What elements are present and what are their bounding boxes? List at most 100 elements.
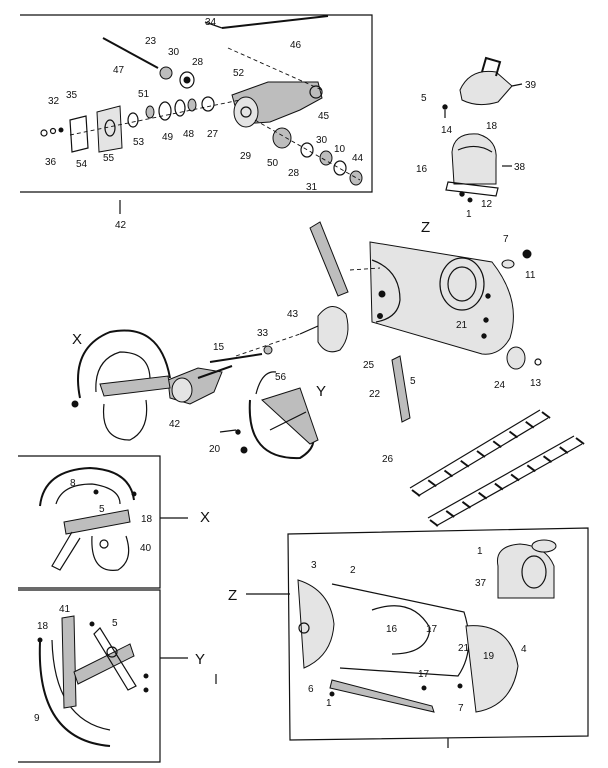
label-19: 19	[483, 651, 495, 662]
chain-rung	[525, 420, 535, 429]
shaft-23	[102, 37, 159, 69]
label-37: 37	[475, 578, 487, 589]
chain-rung	[429, 519, 439, 527]
label-21b: 21	[458, 643, 470, 654]
label-47: 47	[113, 65, 125, 76]
chain-rung	[411, 489, 421, 497]
label-20: 20	[209, 444, 221, 455]
label-46: 46	[290, 40, 302, 51]
label-18b: 18	[141, 514, 153, 525]
chain-rung	[510, 473, 520, 482]
label-23: 23	[145, 36, 157, 47]
detail-x-panel	[18, 455, 188, 589]
part-labels: 34 46 23 30 28 47 52 45 32 35 51 36 54 5…	[34, 17, 542, 724]
label-41: 41	[59, 604, 71, 615]
label-51: 51	[138, 89, 150, 100]
label-8: 8	[70, 478, 76, 489]
label-38: 38	[514, 162, 526, 173]
chain-rung	[460, 459, 470, 468]
label-44: 44	[352, 153, 364, 164]
label-12: 12	[481, 199, 493, 210]
chain-rung	[526, 464, 536, 473]
gear-assembly-panel	[20, 14, 373, 193]
label-1c: 1	[326, 698, 332, 709]
label-6: 6	[308, 684, 314, 695]
label-1a: 1	[466, 209, 472, 220]
impeller	[209, 306, 349, 363]
chain-rung	[542, 455, 553, 464]
callout-y-detail: Y	[195, 651, 205, 668]
chute-assembly	[442, 56, 523, 203]
label-11: 11	[525, 270, 536, 281]
label-55: 55	[103, 153, 115, 164]
label-35: 35	[66, 90, 78, 101]
label-16a: 16	[416, 164, 428, 175]
label-14: 14	[441, 125, 453, 136]
chain-rung	[492, 440, 502, 449]
label-18c: 18	[37, 621, 49, 632]
label-56: 56	[275, 372, 287, 383]
auger-housing	[309, 221, 542, 423]
label-15: 15	[213, 342, 225, 353]
label-42a: 42	[115, 220, 127, 231]
label-2: 2	[350, 565, 356, 576]
chain-rung	[445, 510, 455, 518]
label-5a: 5	[421, 93, 427, 104]
label-31: 31	[306, 182, 318, 193]
label-17a: 17	[426, 624, 438, 635]
label-10: 10	[334, 144, 346, 155]
label-5b: 5	[410, 376, 416, 387]
label-48: 48	[183, 129, 195, 140]
label-54: 54	[76, 159, 88, 170]
label-50: 50	[267, 158, 279, 169]
label-7b: 7	[458, 703, 464, 714]
callout-z-detail: Z	[228, 587, 237, 604]
label-1b: 1	[477, 546, 483, 557]
gearbox-42	[167, 365, 233, 405]
chain-rung	[559, 446, 569, 454]
label-17b: 17	[418, 669, 430, 680]
label-26: 26	[382, 454, 394, 465]
label-7a: 7	[503, 234, 509, 245]
chain-rung	[443, 469, 454, 478]
chain-rung	[508, 430, 519, 439]
chain-rung	[476, 450, 486, 458]
label-34: 34	[205, 17, 217, 28]
label-18a: 18	[486, 121, 498, 132]
label-30: 30	[168, 47, 180, 58]
callout-z-top: Z	[421, 219, 430, 236]
label-21a: 21	[456, 320, 468, 331]
callout-y-main: Y	[316, 383, 326, 400]
detail-y-panel	[18, 589, 188, 763]
label-36: 36	[45, 157, 57, 168]
label-32: 32	[48, 96, 60, 107]
label-5c: 5	[99, 504, 105, 515]
label-9: 9	[34, 713, 40, 724]
label-42b: 42	[169, 419, 181, 430]
label-5d: 5	[112, 618, 118, 629]
chain-rung	[575, 437, 585, 445]
label-3: 3	[311, 560, 317, 571]
label-27: 27	[207, 129, 219, 140]
chain-rung	[427, 479, 437, 488]
label-24: 24	[494, 380, 506, 391]
label-52: 52	[233, 68, 245, 79]
chain-rung	[494, 482, 504, 491]
chain-rung	[478, 491, 488, 500]
label-45: 45	[318, 111, 330, 122]
callout-x-main: X	[72, 331, 82, 348]
label-29: 29	[240, 151, 252, 162]
label-33: 33	[257, 328, 269, 339]
label-4: 4	[521, 644, 527, 655]
label-13: 13	[530, 378, 542, 389]
label-28b: 28	[288, 168, 300, 179]
label-39: 39	[525, 80, 537, 91]
label-28: 28	[192, 57, 204, 68]
tire-chains-26	[409, 409, 585, 527]
callout-x-detail: X	[200, 509, 210, 526]
label-16b: 16	[386, 624, 398, 635]
label-25: 25	[363, 360, 375, 371]
label-22: 22	[369, 389, 381, 400]
chain-rung	[541, 411, 551, 419]
